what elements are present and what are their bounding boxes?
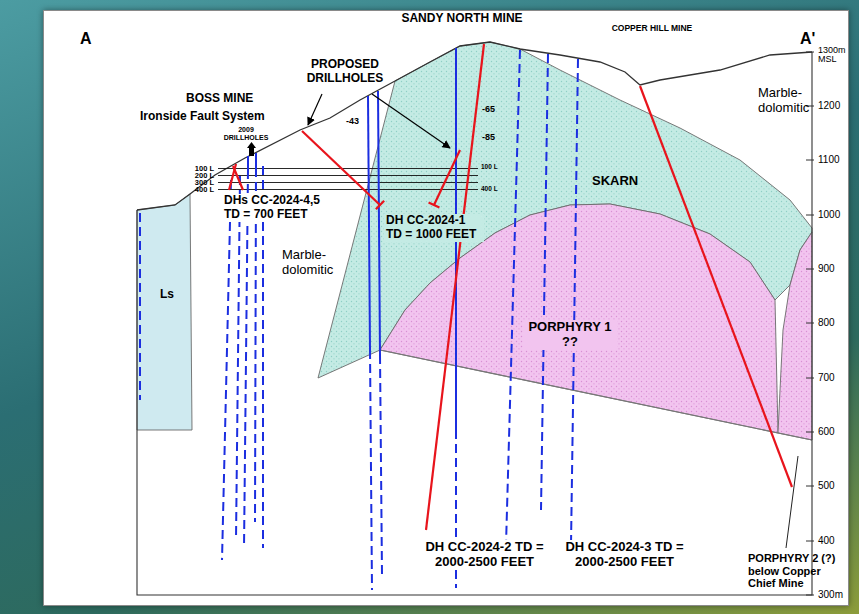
existing-drillhole <box>378 91 380 355</box>
dip-label: -65 <box>482 104 495 114</box>
level-label: 100 L <box>481 164 498 171</box>
elevation-label: 1200 <box>818 100 840 112</box>
proposed-drillhole <box>434 150 460 205</box>
leader-line <box>786 456 798 548</box>
proposed-drillhole <box>426 44 484 530</box>
elevation-tick <box>806 160 814 161</box>
section-end-label: A' <box>800 30 815 48</box>
elevation-label: 700 <box>818 372 835 384</box>
headframe-symbol <box>247 142 256 156</box>
existing-drillhole <box>255 153 257 168</box>
pointer-arrow <box>372 94 450 148</box>
section-frame <box>137 52 812 595</box>
elevation-tick <box>806 541 814 542</box>
elevation-label: 400 <box>818 535 835 547</box>
existing-drillhole <box>222 180 231 560</box>
elevation-label: 1000 <box>818 209 840 221</box>
fault-label: Ironside Fault System <box>140 110 265 124</box>
rock-unit-label: SKARN <box>592 174 638 189</box>
drillhole-label: DH CC-2024-3 TD = 2000-2500 FEET <box>560 540 689 570</box>
mine-label: SANDY NORTH MINE <box>401 12 522 26</box>
elevation-tick <box>806 432 814 433</box>
elevation-label: 1300m MSL <box>818 46 850 65</box>
level-label: 400 L <box>195 186 214 194</box>
mine-level-line <box>218 182 478 183</box>
proposed-drillhole <box>640 86 792 487</box>
existing-drillhole <box>370 350 372 590</box>
mine-label: BOSS MINE <box>186 92 253 106</box>
elevation-label: 300m <box>818 589 843 601</box>
elevation-tick <box>806 378 814 379</box>
mine-level-line <box>218 189 478 190</box>
mine-label: COPPER HILL MINE <box>612 24 693 34</box>
limestone-region <box>137 194 192 430</box>
elevation-label: 900 <box>818 263 835 275</box>
existing-drillhole <box>506 50 520 545</box>
elevation-label: 800 <box>818 317 835 329</box>
existing-drillhole <box>541 54 548 510</box>
rock-unit-label: Ls <box>158 288 176 302</box>
elevation-tick <box>806 595 814 596</box>
headframe-symbol <box>249 148 254 156</box>
level-label: 400 L <box>481 186 498 193</box>
rock-unit-label: PORPHYRY 2 (?) below Copper Chief Mine <box>748 552 840 590</box>
porphyry-region <box>778 232 812 440</box>
elevation-tick <box>806 269 814 270</box>
elevation-label: 600 <box>818 426 835 438</box>
elevation-tick <box>806 323 814 324</box>
elevation-tick <box>806 486 814 487</box>
mine-level-line <box>218 168 478 169</box>
drillhole-label: DHs CC-2024-4,5 TD = 700 FEET <box>222 194 336 222</box>
elevation-tick <box>806 215 814 216</box>
section-end-label: A <box>80 30 92 48</box>
porphyry-region <box>380 204 778 433</box>
existing-drillhole <box>368 96 370 350</box>
elevation-label: 500 <box>818 480 835 492</box>
proposed-drillhole <box>229 164 236 190</box>
drillhole-label: DH CC-2024-2 TD = 2000-2500 FEET <box>420 540 549 570</box>
hole-end-mark <box>429 202 440 207</box>
dip-label: -85 <box>482 132 495 142</box>
existing-drillhole <box>262 166 264 548</box>
existing-drillhole <box>247 156 249 170</box>
pointer-arrow <box>308 94 322 125</box>
hole-end-mark <box>376 201 384 210</box>
existing-drillhole <box>244 170 248 548</box>
elevation-tick <box>806 52 814 53</box>
rock-unit-label: Marble-dolomitic <box>282 248 338 278</box>
callout-label: PROPOSED DRILLHOLES <box>303 58 387 86</box>
headframe-symbol <box>247 142 256 148</box>
drillhole-label: DH CC-2024-1 TD = 1000 FEET <box>384 214 484 242</box>
existing-drillhole <box>139 213 141 400</box>
existing-drillhole <box>571 59 578 545</box>
drillhole-label: 2009 DRILLHOLES <box>221 126 271 142</box>
existing-drillhole <box>380 355 382 575</box>
elevation-label: 1100 <box>818 154 840 166</box>
rock-unit-label: PORPHYRY 1 ?? <box>523 320 617 350</box>
dip-label: -43 <box>346 116 359 126</box>
rock-unit-label: Marble-dolomitic <box>758 86 814 116</box>
existing-drillhole <box>236 176 240 540</box>
